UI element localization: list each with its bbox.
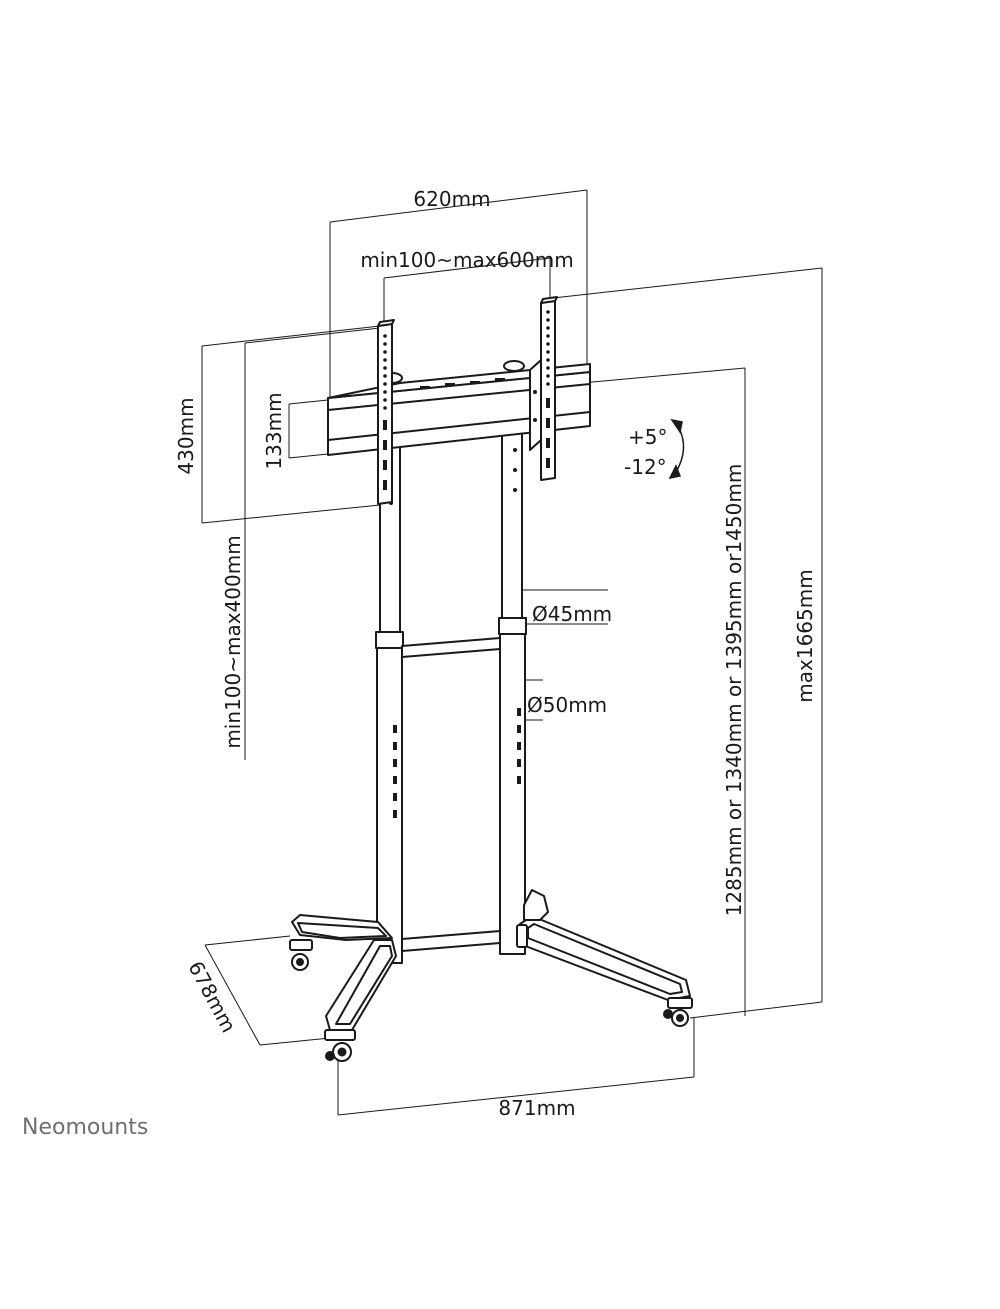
ext-line-430-bottom [201,504,381,524]
caster-front-right [663,997,693,1027]
dim-line-vesa-width [383,257,551,279]
middle-crossbar [401,637,501,658]
label-base-depth: 678mm [183,957,240,1036]
label-width-620: 620mm [413,187,490,211]
ext-line-max-height-top [552,267,823,299]
caster-front-left [324,1029,356,1062]
ext-line-vesa-height-top [244,327,381,344]
dim-line-620 [329,189,588,223]
left-lower-pole [376,637,403,964]
bottom-crossbar [401,930,501,952]
ext-line-133-bottom [288,453,329,459]
dim-line-871 [337,1076,695,1116]
tilt-arrowhead-down [668,464,682,480]
label-tilt-down: -12° [624,455,667,479]
tilt-arrow [668,418,685,480]
label-vesa-width: min100~max600mm [360,248,573,272]
base-leg-back-left-inner [297,922,387,939]
tv-stand [289,296,693,1062]
ext-line-133-top [288,399,329,405]
base-leg-front-left [325,939,397,1031]
label-tube-lower: Ø50mm [527,693,607,717]
caster-back-left [289,939,313,971]
base-leg-front-left-inner [335,945,393,1025]
right-lower-pole [499,621,526,955]
label-tilt-up: +5° [628,425,667,449]
tilt-arrowhead-up [670,418,683,434]
ext-line-430-top [201,325,381,347]
dimension-lines [201,189,823,1116]
dimension-labels: 620mm min100~max600mm 430mm 133mm min100… [174,187,817,1120]
ext-line-678-bottom [259,1037,331,1046]
right-pole-cap [503,360,525,372]
label-center-heights: 1285mm or 1340mm or 1395mm or1450mm [722,464,746,917]
left-vesa-bracket-top [377,319,395,327]
left-bracket-holes [383,334,387,490]
right-bracket-holes [533,310,550,468]
base-leg-back-right [523,889,549,921]
label-tube-upper: Ø45mm [532,602,612,626]
right-leg-joint [516,924,528,948]
right-pole-collar [498,617,527,635]
right-bracket-tilt-plate [529,359,542,451]
label-vesa-height: min100~max400mm [221,535,245,748]
label-max-height: max1665mm [793,569,817,702]
dim-line-678 [204,944,261,1046]
left-pole-collar [375,631,404,649]
ext-line-678-top [204,935,291,946]
label-base-width: 871mm [498,1096,575,1120]
ext-line-max-height-bottom [689,1001,823,1019]
right-upper-pole [501,414,523,626]
rail-slots [420,378,505,389]
label-height-430: 430mm [174,397,198,474]
brand-logo-text: Neomounts [22,1115,148,1140]
right-vesa-bracket-top [540,296,558,304]
label-height-133: 133mm [262,392,286,469]
